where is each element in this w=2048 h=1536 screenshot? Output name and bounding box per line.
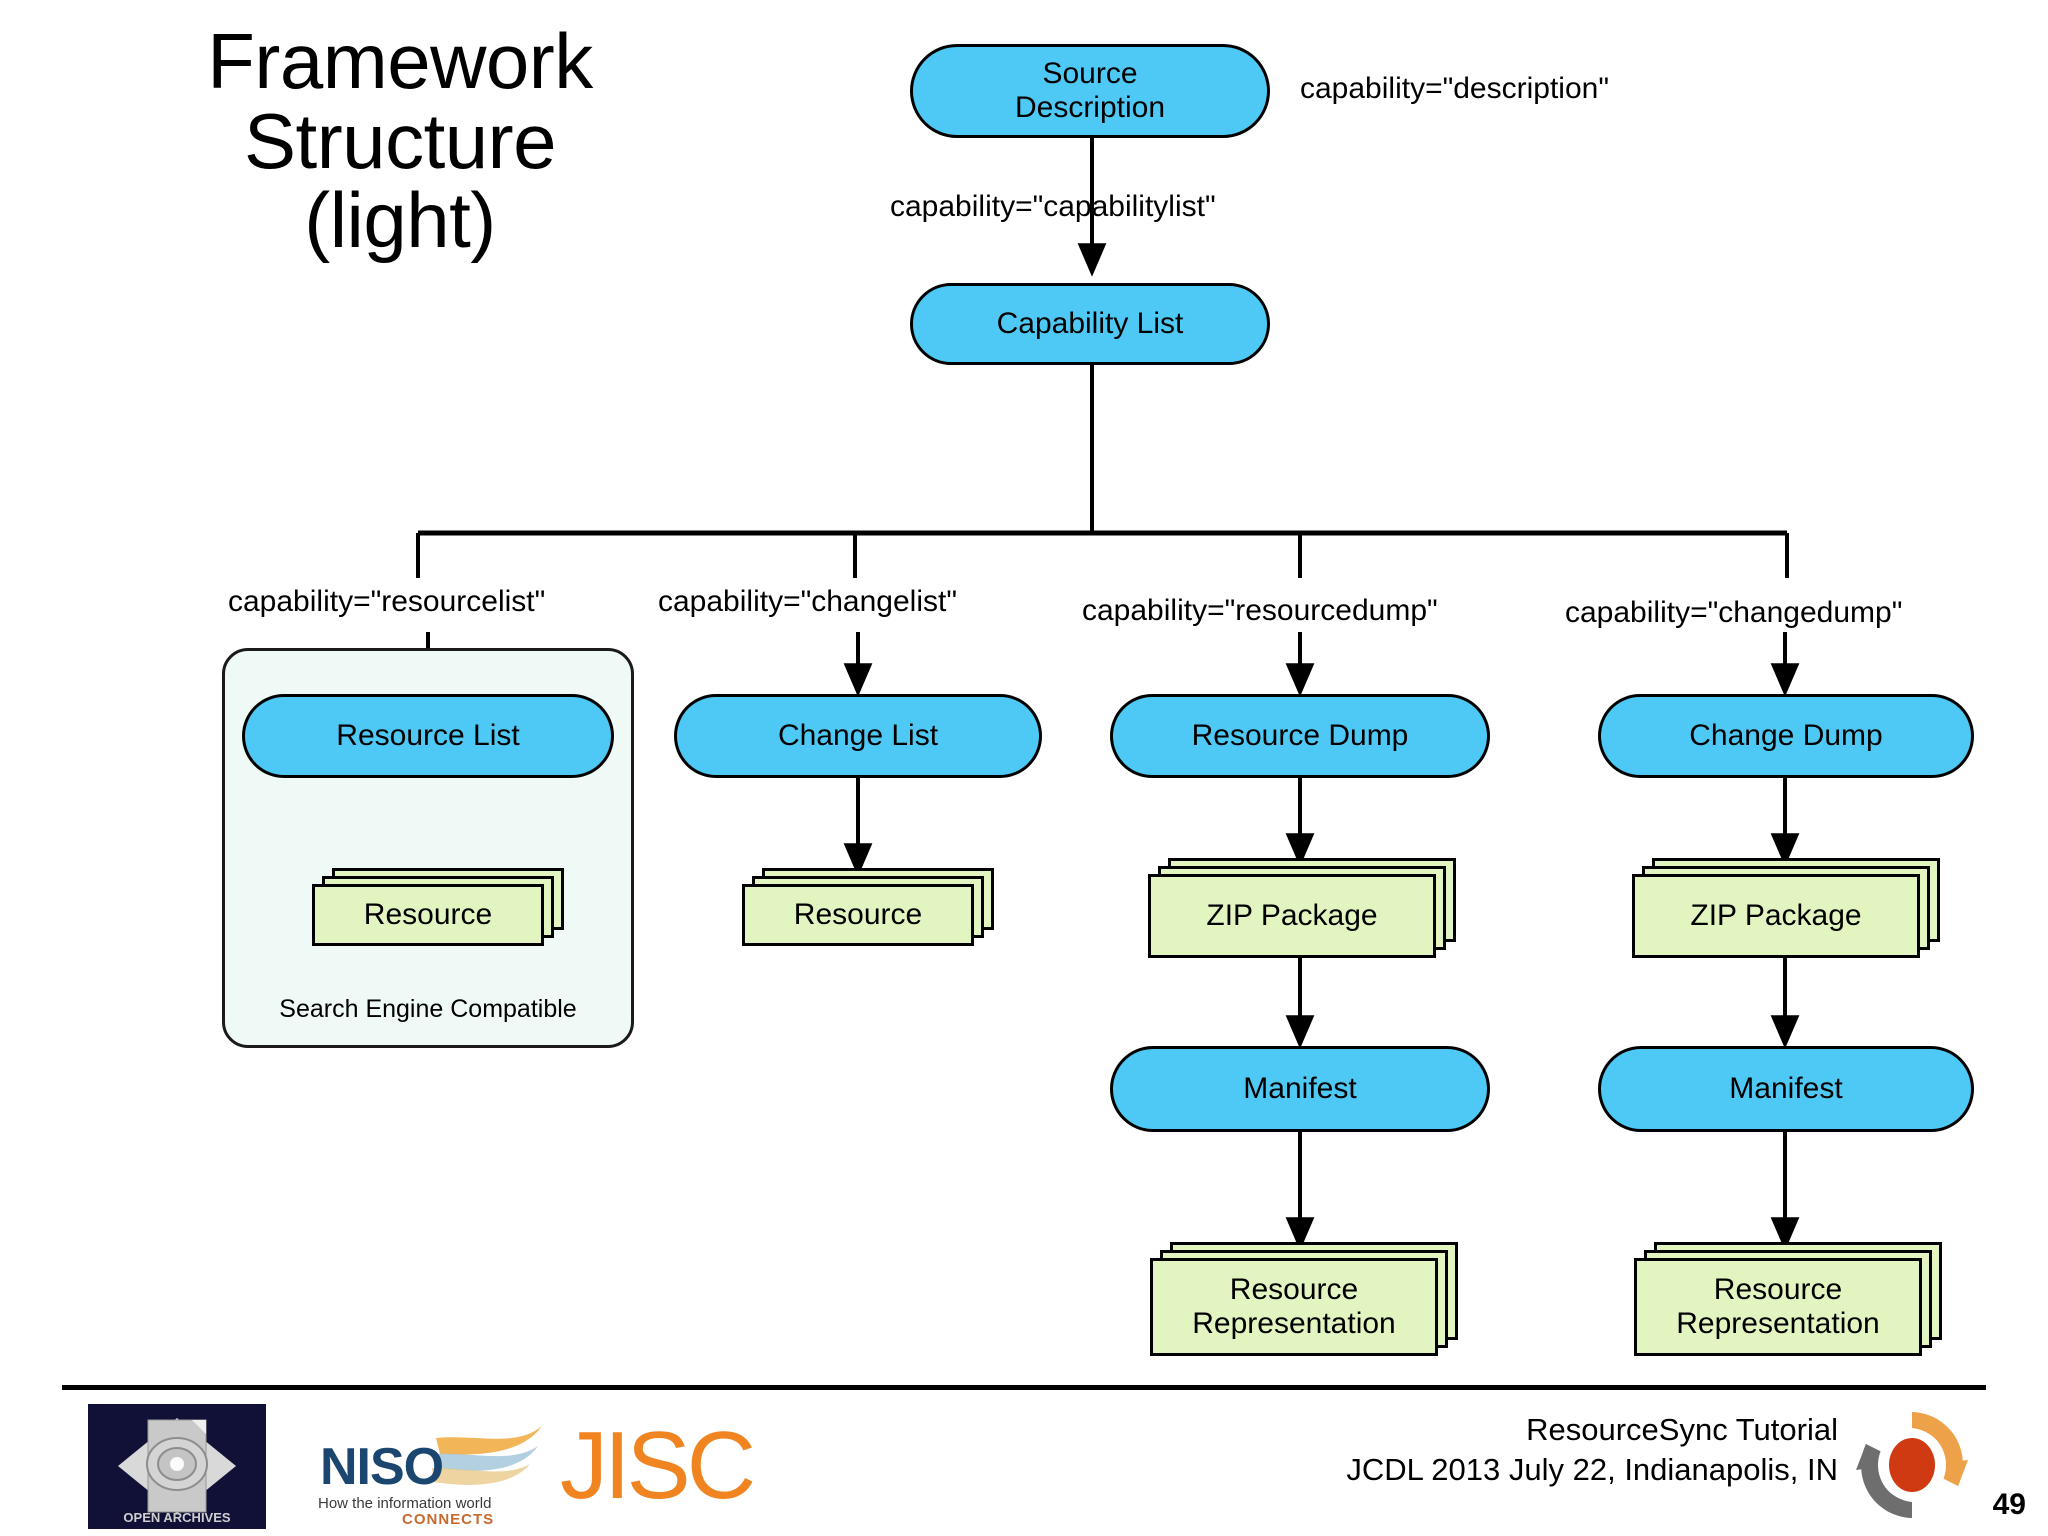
footer-divider (62, 1385, 1986, 1390)
jisc-logo: JISC (556, 1406, 816, 1524)
edge-label-changelist: capability="changelist" (658, 585, 957, 618)
node-resource-cl-label-wrap: Resource (742, 884, 974, 946)
search-engine-compatible-label: Search Engine Compatible (279, 995, 577, 1023)
node-resource-representation-rd-line2: Representation (1192, 1307, 1396, 1340)
node-resource-representation-cd-label-wrap: Resource Representation (1634, 1258, 1922, 1356)
niso-logo: NISO How the information world CONNECTS (316, 1420, 566, 1528)
node-source-description-line2: Description (1014, 91, 1166, 124)
node-resource-representation-cd-line2: Representation (1676, 1307, 1880, 1340)
title-line-1: Framework (207, 17, 593, 105)
open-archives-logo: OPEN ARCHIVES (88, 1404, 266, 1529)
edge-label-description: capability="description" (1300, 72, 1609, 105)
node-manifest-cd[interactable]: Manifest (1598, 1046, 1974, 1132)
node-source-description[interactable]: Source Description (910, 44, 1270, 138)
node-resource-representation-rd-line1: Resource (1229, 1272, 1359, 1306)
niso-tagline-line1: How the information world (318, 1495, 491, 1512)
jisc-wordmark: JISC (560, 1412, 753, 1519)
node-resource-representation-cd-stack[interactable]: Resource Representation (1634, 1242, 1942, 1356)
node-resource-representation-rd-label-wrap: Resource Representation (1150, 1258, 1438, 1356)
node-resource-representation-rd-stack[interactable]: Resource Representation (1150, 1242, 1458, 1356)
node-zip-package-rd-label: ZIP Package (1206, 898, 1378, 932)
node-change-list[interactable]: Change List (674, 694, 1042, 778)
title-line-2: Structure (244, 96, 556, 185)
node-capability-list-label: Capability List (996, 307, 1184, 341)
node-resource-cl-stack[interactable]: Resource (742, 868, 994, 946)
page-title: Framework Structure (light) (120, 17, 680, 265)
niso-wordmark: NISO (320, 1438, 443, 1496)
node-resource-cl-label: Resource (793, 897, 923, 931)
edge-label-resourcedump: capability="resourcedump" (1082, 594, 1438, 627)
node-resource-list-label: Resource List (336, 719, 520, 753)
node-zip-package-cd-label-wrap: ZIP Package (1632, 874, 1920, 958)
node-resource-rl-stack[interactable]: Resource (312, 868, 564, 946)
node-manifest-rd-label: Manifest (1243, 1072, 1357, 1106)
node-source-description-line1: Source (1042, 57, 1138, 91)
footer-text-line2: JCDL 2013 July 22, Indianapolis, IN (1346, 1451, 1838, 1487)
node-change-list-label: Change List (777, 719, 939, 753)
footer-text-line1: ResourceSync Tutorial (1526, 1412, 1838, 1447)
edge-label-capabilitylist: capability="capabilitylist" (890, 190, 1216, 223)
edge-label-changedump: capability="changedump" (1565, 596, 1903, 629)
node-resource-rl-label-wrap: Resource (312, 884, 544, 946)
node-manifest-rd[interactable]: Manifest (1110, 1046, 1490, 1132)
slide-footer: OPEN ARCHIVES NISO How the information w… (0, 1392, 2048, 1536)
node-resource-dump-label: Resource Dump (1191, 719, 1409, 753)
footer-text: ResourceSync Tutorial JCDL 2013 July 22,… (1346, 1410, 1838, 1489)
node-resource-dump[interactable]: Resource Dump (1110, 694, 1490, 778)
node-resource-list[interactable]: Resource List (242, 694, 614, 778)
node-manifest-cd-label: Manifest (1729, 1072, 1843, 1106)
framework-structure-diagram: Search Engine Compatible (222, 44, 1974, 1356)
node-zip-package-rd-label-wrap: ZIP Package (1148, 874, 1436, 958)
resourcesync-logo (1846, 1402, 1978, 1528)
slide-number: 49 (1992, 1488, 2026, 1521)
edge-label-resourcelist: capability="resourcelist" (228, 585, 546, 618)
node-resource-rl-label: Resource (363, 897, 493, 931)
node-zip-package-cd-stack[interactable]: ZIP Package (1632, 858, 1940, 958)
node-change-dump[interactable]: Change Dump (1598, 694, 1974, 778)
node-zip-package-rd-stack[interactable]: ZIP Package (1148, 858, 1456, 958)
niso-tagline-line2: CONNECTS (402, 1511, 494, 1528)
node-change-dump-label: Change Dump (1689, 719, 1883, 753)
node-zip-package-cd-label: ZIP Package (1690, 898, 1862, 932)
node-resource-representation-cd-line1: Resource (1713, 1272, 1843, 1306)
title-line-3: (light) (304, 176, 496, 265)
open-archives-caption: OPEN ARCHIVES (123, 1510, 230, 1525)
node-capability-list[interactable]: Capability List (910, 283, 1270, 365)
